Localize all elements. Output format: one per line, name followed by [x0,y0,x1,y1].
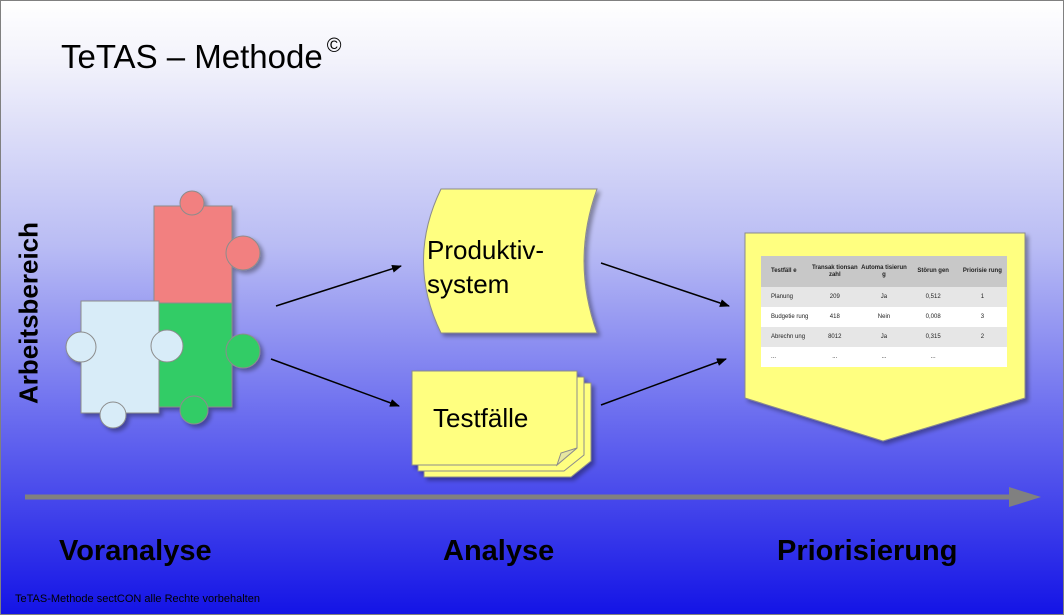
puzzle-piece-blue [65,300,184,429]
puzzle-piece-green [155,302,261,425]
table-cell: 8012 [810,327,860,347]
table-cell: Abrechn ung [761,327,811,347]
table-cell: ... [908,347,958,367]
phase-priorisierung: Priorisierung [777,535,958,567]
table-cell: 0,008 [908,307,958,327]
arrow-puzzle-to-database [275,264,402,307]
table-header-cell: Testfäll e [761,256,811,287]
table-cell [957,347,1007,367]
table-row: ............ [761,347,1007,367]
table-cell: 2 [957,327,1007,347]
slide-title: TeTAS – Methode© [61,35,341,76]
table-cell: 3 [957,307,1007,327]
table-cell: ... [761,347,811,367]
table-cell: 418 [810,307,860,327]
phase-voranalyse: Voranalyse [59,535,212,567]
table-cell: Nein [859,307,909,327]
table-cell: ... [859,347,909,367]
table-cell: 209 [810,287,860,307]
footer-copyright: TeTAS-Methode sectCON alle Rechte vorbeh… [15,593,260,605]
title-text: TeTAS – Methode [61,38,323,75]
table-cell: Planung [761,287,811,307]
database-shape [423,188,598,334]
table-header-cell: Priorisie rung [957,256,1007,287]
table-cell: 0,512 [908,287,958,307]
table-cell: Ja [859,287,909,307]
database-label-line2: system [427,269,510,299]
arrow-puzzle-to-testfaelle [270,358,400,407]
testfaelle-shape [411,370,592,478]
timeline-arrowhead [1009,487,1041,507]
table-cell: Budgetie rung [761,307,811,327]
arrow-testfaelle-to-table [600,358,727,406]
table-cell: 0,315 [908,327,958,347]
database-label-line1: Produktiv- [427,235,545,265]
phase-analyse: Analyse [443,535,555,567]
table-cell: ... [810,347,860,367]
table-cell: 1 [957,287,1007,307]
table-header-cell: Transak tionsan zahl [810,256,860,287]
puzzle-icon [65,190,261,429]
puzzle-piece-red [153,190,261,305]
table-header-cell: Störun gen [908,256,958,287]
table-header-cell: Automa tisierun g [859,256,909,287]
testfaelle-label: Testfälle [433,403,529,433]
arrow-database-to-table [600,262,730,307]
copyright-mark: © [326,35,342,57]
database-label: Produktiv- system [427,233,544,301]
table-cell: Ja [859,327,909,347]
